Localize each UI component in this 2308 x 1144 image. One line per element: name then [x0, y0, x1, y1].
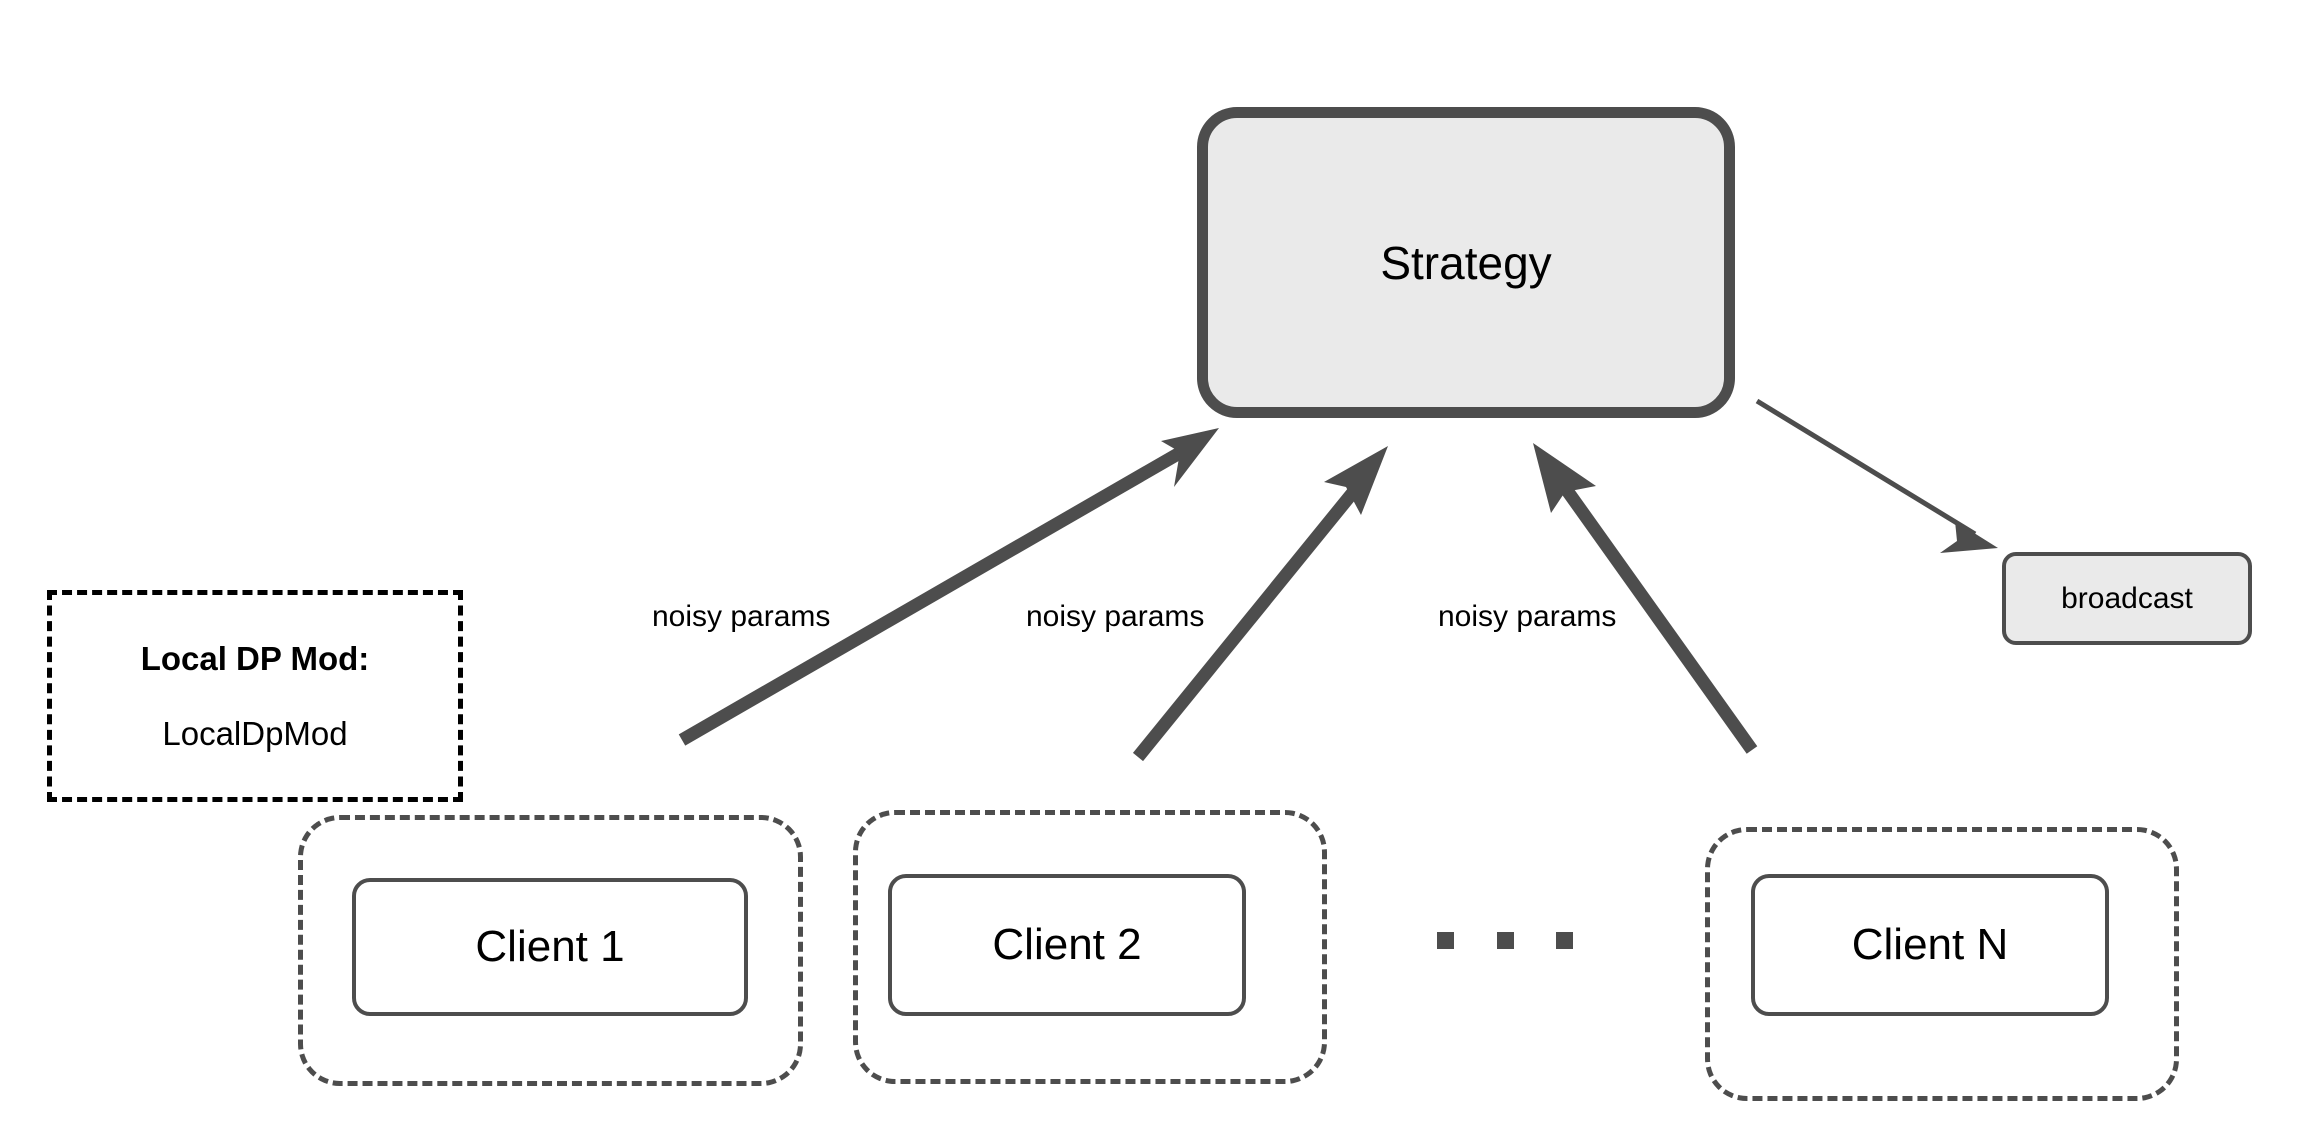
edge-client-n-to-strategy	[1533, 443, 1758, 754]
node-client-n-label: Client N	[1851, 920, 2009, 969]
client-group-n	[1705, 827, 2179, 1101]
note-local-dp-mod-title: Local DP Mod:	[140, 640, 370, 677]
more-clients-ellipsis-icon	[1437, 932, 1573, 949]
edge-label-noisy-params-3: noisy params	[1434, 600, 1621, 634]
node-broadcast[interactable]: broadcast	[2002, 552, 2252, 645]
node-client-n[interactable]: Client N	[1751, 874, 2109, 1016]
edge-label-noisy-params-1: noisy params	[648, 600, 835, 634]
client-group-2	[853, 810, 1327, 1084]
node-strategy-label: Strategy	[1380, 236, 1552, 289]
node-strategy[interactable]: Strategy	[1197, 107, 1735, 418]
node-client-1[interactable]: Client 1	[352, 878, 748, 1016]
node-client-2-label: Client 2	[992, 920, 1142, 969]
edge-client-1-to-strategy	[678, 428, 1219, 746]
note-local-dp-mod-value: LocalDpMod	[162, 715, 348, 752]
ellipsis-dot	[1437, 932, 1454, 949]
node-client-2[interactable]: Client 2	[888, 874, 1246, 1016]
edge-strategy-to-broadcast	[1755, 398, 1998, 553]
edge-label-noisy-params-2: noisy params	[1022, 600, 1209, 634]
node-broadcast-label: broadcast	[2061, 581, 2193, 615]
node-client-1-label: Client 1	[475, 922, 625, 971]
ellipsis-dot	[1556, 932, 1573, 949]
note-local-dp-mod: Local DP Mod: LocalDpMod	[47, 590, 463, 802]
client-group-1	[298, 815, 803, 1086]
ellipsis-dot	[1496, 932, 1514, 949]
